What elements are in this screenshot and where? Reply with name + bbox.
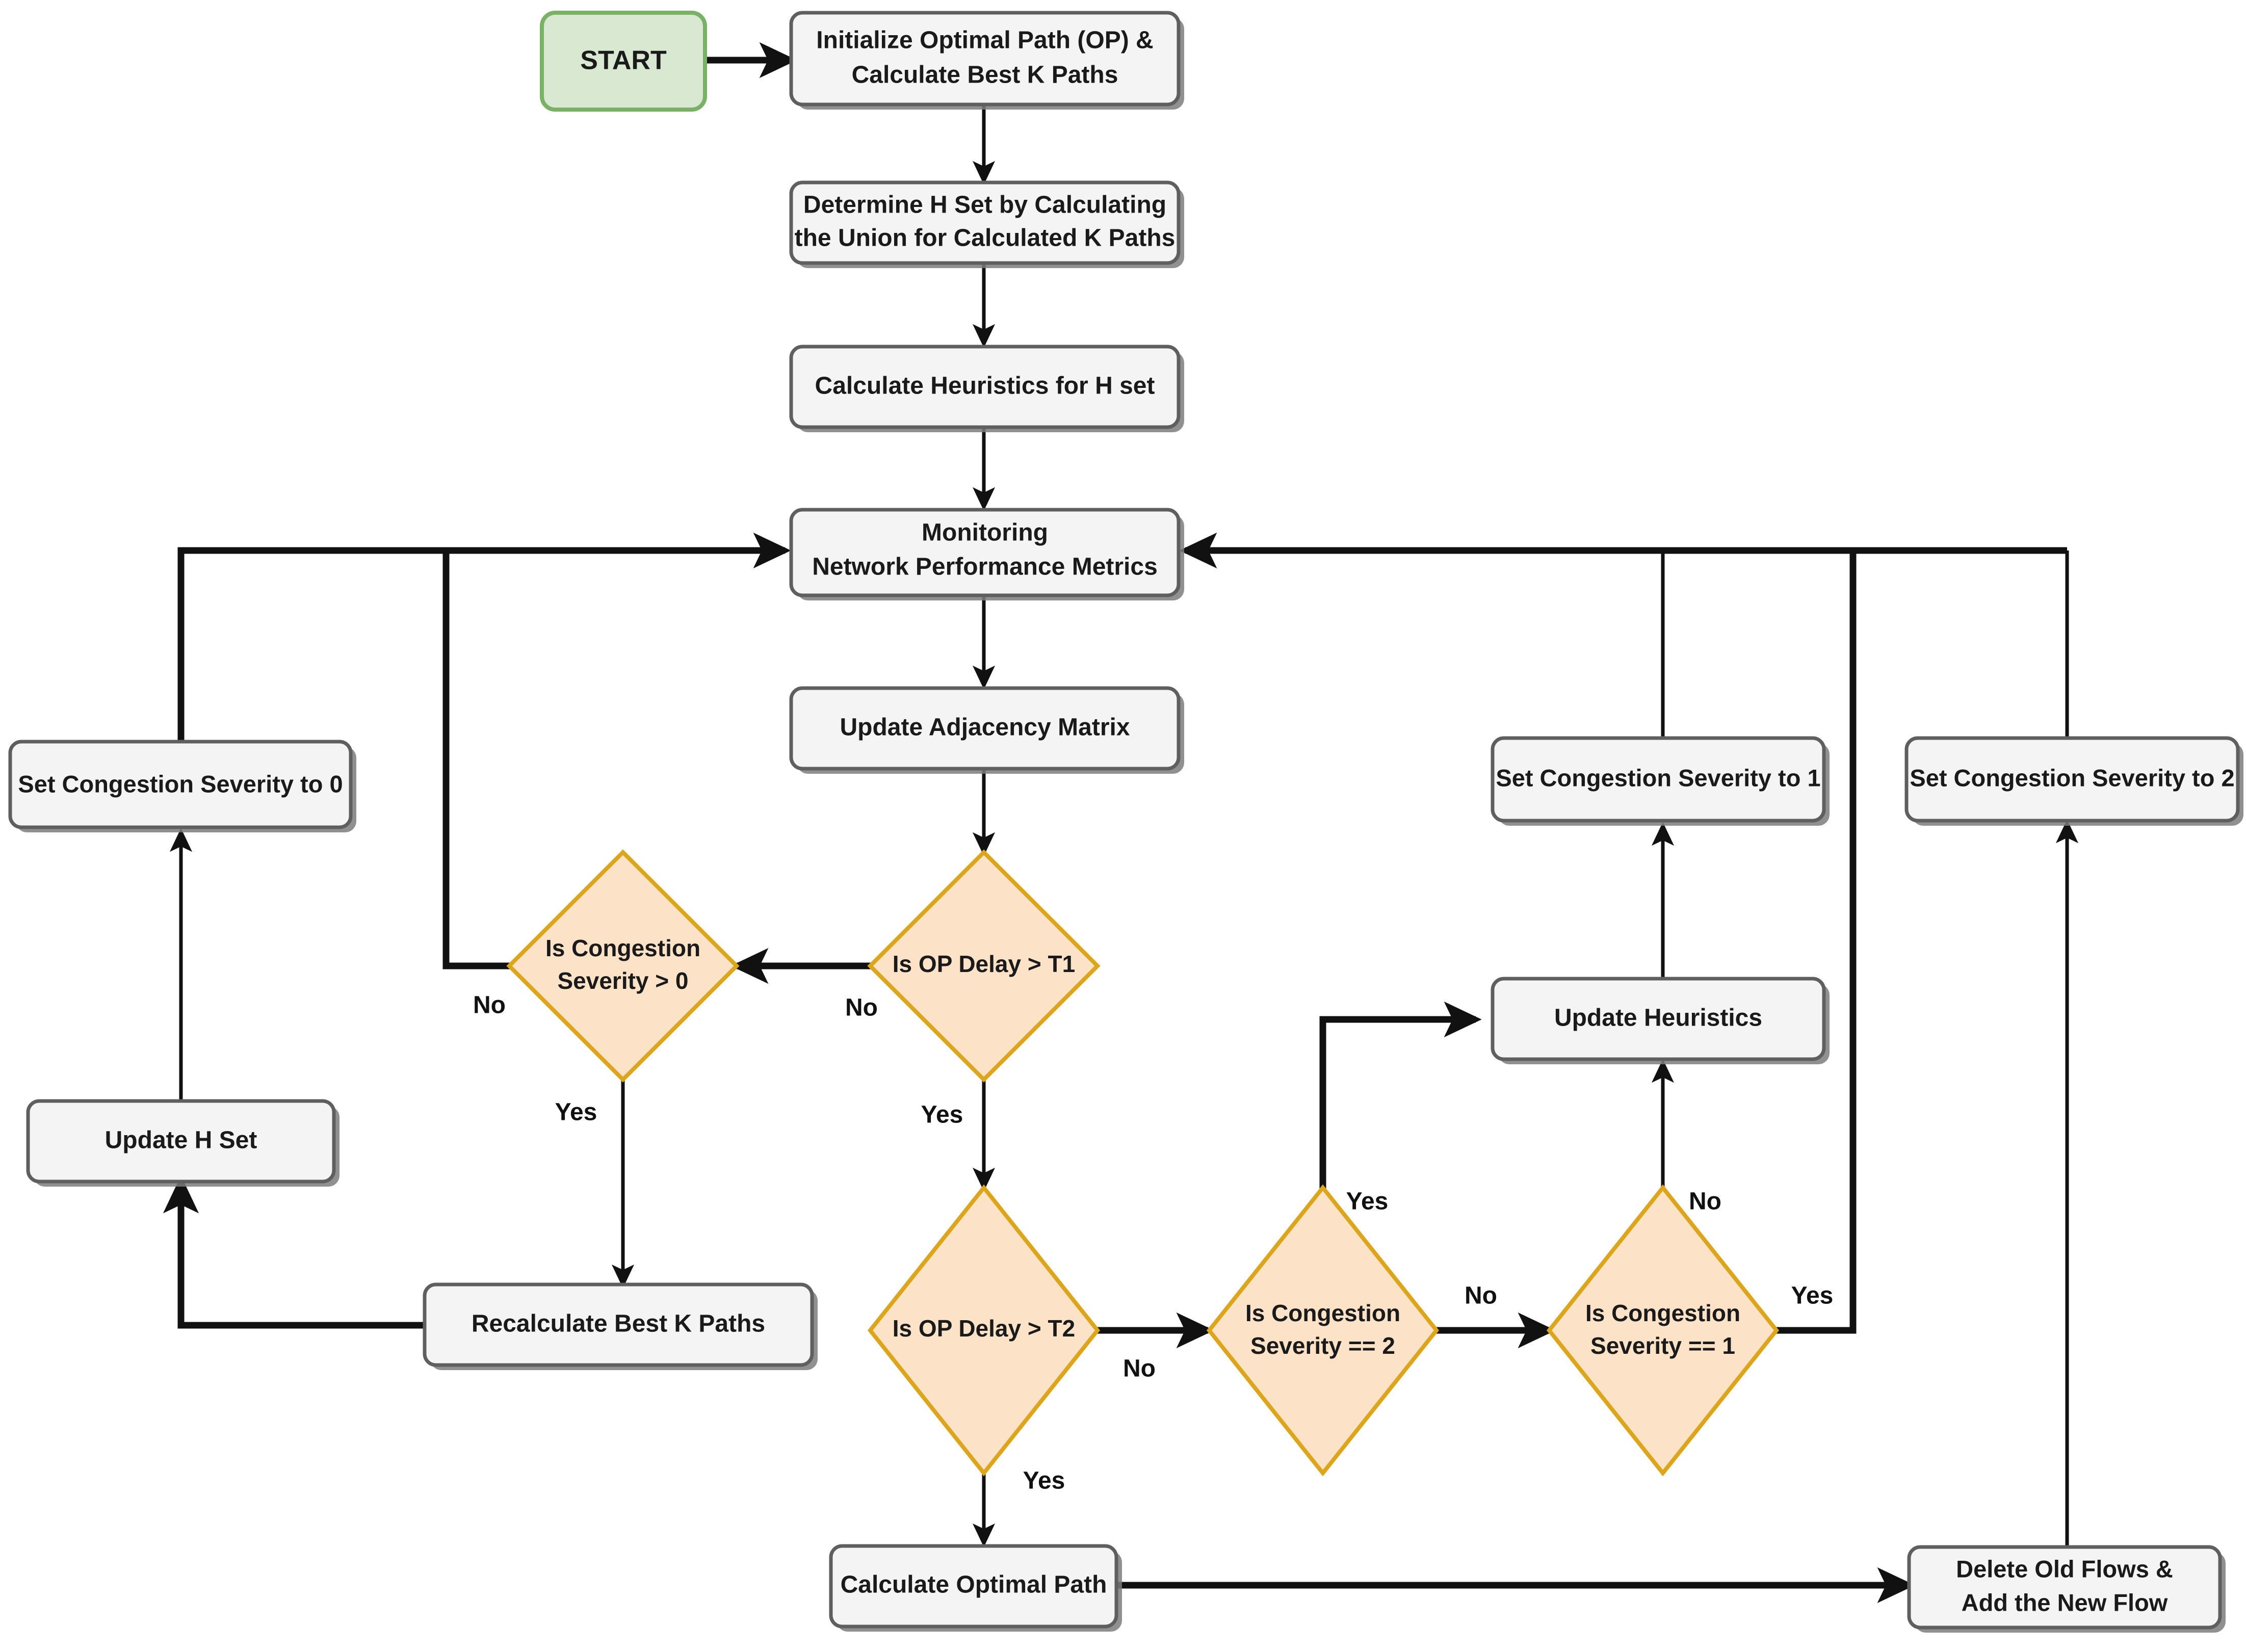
node-calcop-label: Calculate Optimal Path [841, 1571, 1107, 1598]
node-start[interactable]: START [540, 11, 707, 112]
node-recalc-label: Recalculate Best K Paths [472, 1310, 765, 1338]
edge-label-eq2-no: No [1465, 1282, 1497, 1309]
node-congEq1-line1: Is Congestion [1585, 1300, 1740, 1326]
node-sev1-label: Set Congestion Severity to 1 [1496, 764, 1820, 791]
edge-label-t1-no: No [845, 994, 878, 1021]
edge-label-eq1-no: No [1689, 1188, 1721, 1215]
edge-recalc-to-updh [163, 1175, 425, 1329]
node-start-label: START [580, 46, 667, 75]
node-layer: START Initialize Optimal Path (OP) & Cal… [8, 11, 2243, 1633]
node-decision-congestion-eq1[interactable]: Is Congestion Severity == 1 [1546, 1184, 1780, 1477]
node-delflows-line1: Delete Old Flows & [1956, 1555, 2173, 1582]
node-init-line2: Calculate Best K Paths [852, 62, 1118, 89]
node-recalc[interactable]: Recalculate Best K Paths [423, 1282, 818, 1370]
node-updadj[interactable]: Update Adjacency Matrix [789, 686, 1184, 774]
node-updheur[interactable]: Update Heuristics [1491, 977, 1830, 1064]
node-hset[interactable]: Determine H Set by Calculating the Union… [789, 180, 1184, 268]
node-updh[interactable]: Update H Set [26, 1099, 339, 1187]
node-congEq2-line2: Severity == 2 [1250, 1332, 1395, 1359]
node-monitor-line1: Monitoring [922, 519, 1048, 546]
edge-label-t2-no: No [1123, 1355, 1156, 1382]
edge-congEq1-yes-up [1777, 550, 1857, 1334]
node-congEq1-line2: Severity == 1 [1590, 1332, 1735, 1359]
edge-label-t2-yes: Yes [1023, 1467, 1065, 1494]
edge-label-eq1-yes: Yes [1791, 1282, 1834, 1309]
node-updheur-label: Update Heuristics [1554, 1005, 1762, 1032]
node-t1-label: Is OP Delay > T1 [893, 951, 1075, 977]
node-congGt0-line1: Is Congestion [545, 935, 700, 961]
node-init[interactable]: Initialize Optimal Path (OP) & Calculate… [789, 11, 1184, 110]
edge-label-t1-yes: Yes [921, 1102, 963, 1129]
node-delflows-line2: Add the New Flow [1962, 1589, 2168, 1616]
edge-label-eq2-yes: Yes [1346, 1188, 1389, 1215]
edge-label-gt0-yes: Yes [555, 1099, 597, 1126]
node-hset-line1: Determine H Set by Calculating [803, 192, 1166, 219]
node-sev2-label: Set Congestion Severity to 2 [1910, 764, 2234, 791]
node-decision-op-delay-t1[interactable]: Is OP Delay > T1 [867, 849, 1101, 1083]
node-sev2[interactable]: Set Congestion Severity to 2 [1904, 736, 2243, 826]
edge-layer [163, 42, 2079, 1604]
node-hset-line2: the Union for Calculated K Paths [795, 225, 1176, 252]
node-decision-op-delay-t2[interactable]: Is OP Delay > T2 [867, 1184, 1101, 1477]
node-sev0[interactable]: Set Congestion Severity to 0 [8, 740, 356, 832]
node-monitor[interactable]: Monitoring Network Performance Metrics [789, 508, 1184, 600]
node-decision-congestion-gt0[interactable]: Is Congestion Severity > 0 [506, 849, 740, 1083]
node-calcheur-label: Calculate Heuristics for H set [815, 373, 1155, 400]
node-decision-congestion-eq2[interactable]: Is Congestion Severity == 2 [1206, 1184, 1440, 1477]
node-monitor-line2: Network Performance Metrics [812, 554, 1158, 581]
node-calcheur[interactable]: Calculate Heuristics for H set [789, 345, 1184, 432]
edge-congEq2-yes-to-updheur [1319, 1001, 1482, 1218]
edge-label-layer: No Yes No Yes No Yes Yes No No Yes [473, 992, 1833, 1494]
node-congGt0-line2: Severity > 0 [557, 967, 688, 994]
node-congEq2-line1: Is Congestion [1245, 1300, 1400, 1326]
edge-label-gt0-no: No [473, 992, 506, 1019]
edge-congGt0-no-up [442, 550, 510, 969]
node-updh-label: Update H Set [105, 1127, 257, 1154]
edge-sev0-to-monitor [177, 532, 791, 742]
node-updadj-label: Update Adjacency Matrix [840, 714, 1130, 741]
node-init-line1: Initialize Optimal Path (OP) & [816, 27, 1153, 54]
node-t2-label: Is OP Delay > T2 [893, 1315, 1075, 1342]
node-delflows[interactable]: Delete Old Flows & Add the New Flow [1907, 1545, 2226, 1633]
node-calcop[interactable]: Calculate Optimal Path [829, 1544, 1122, 1632]
node-sev0-label: Set Congestion Severity to 0 [18, 770, 343, 797]
node-sev1[interactable]: Set Congestion Severity to 1 [1491, 736, 1830, 826]
